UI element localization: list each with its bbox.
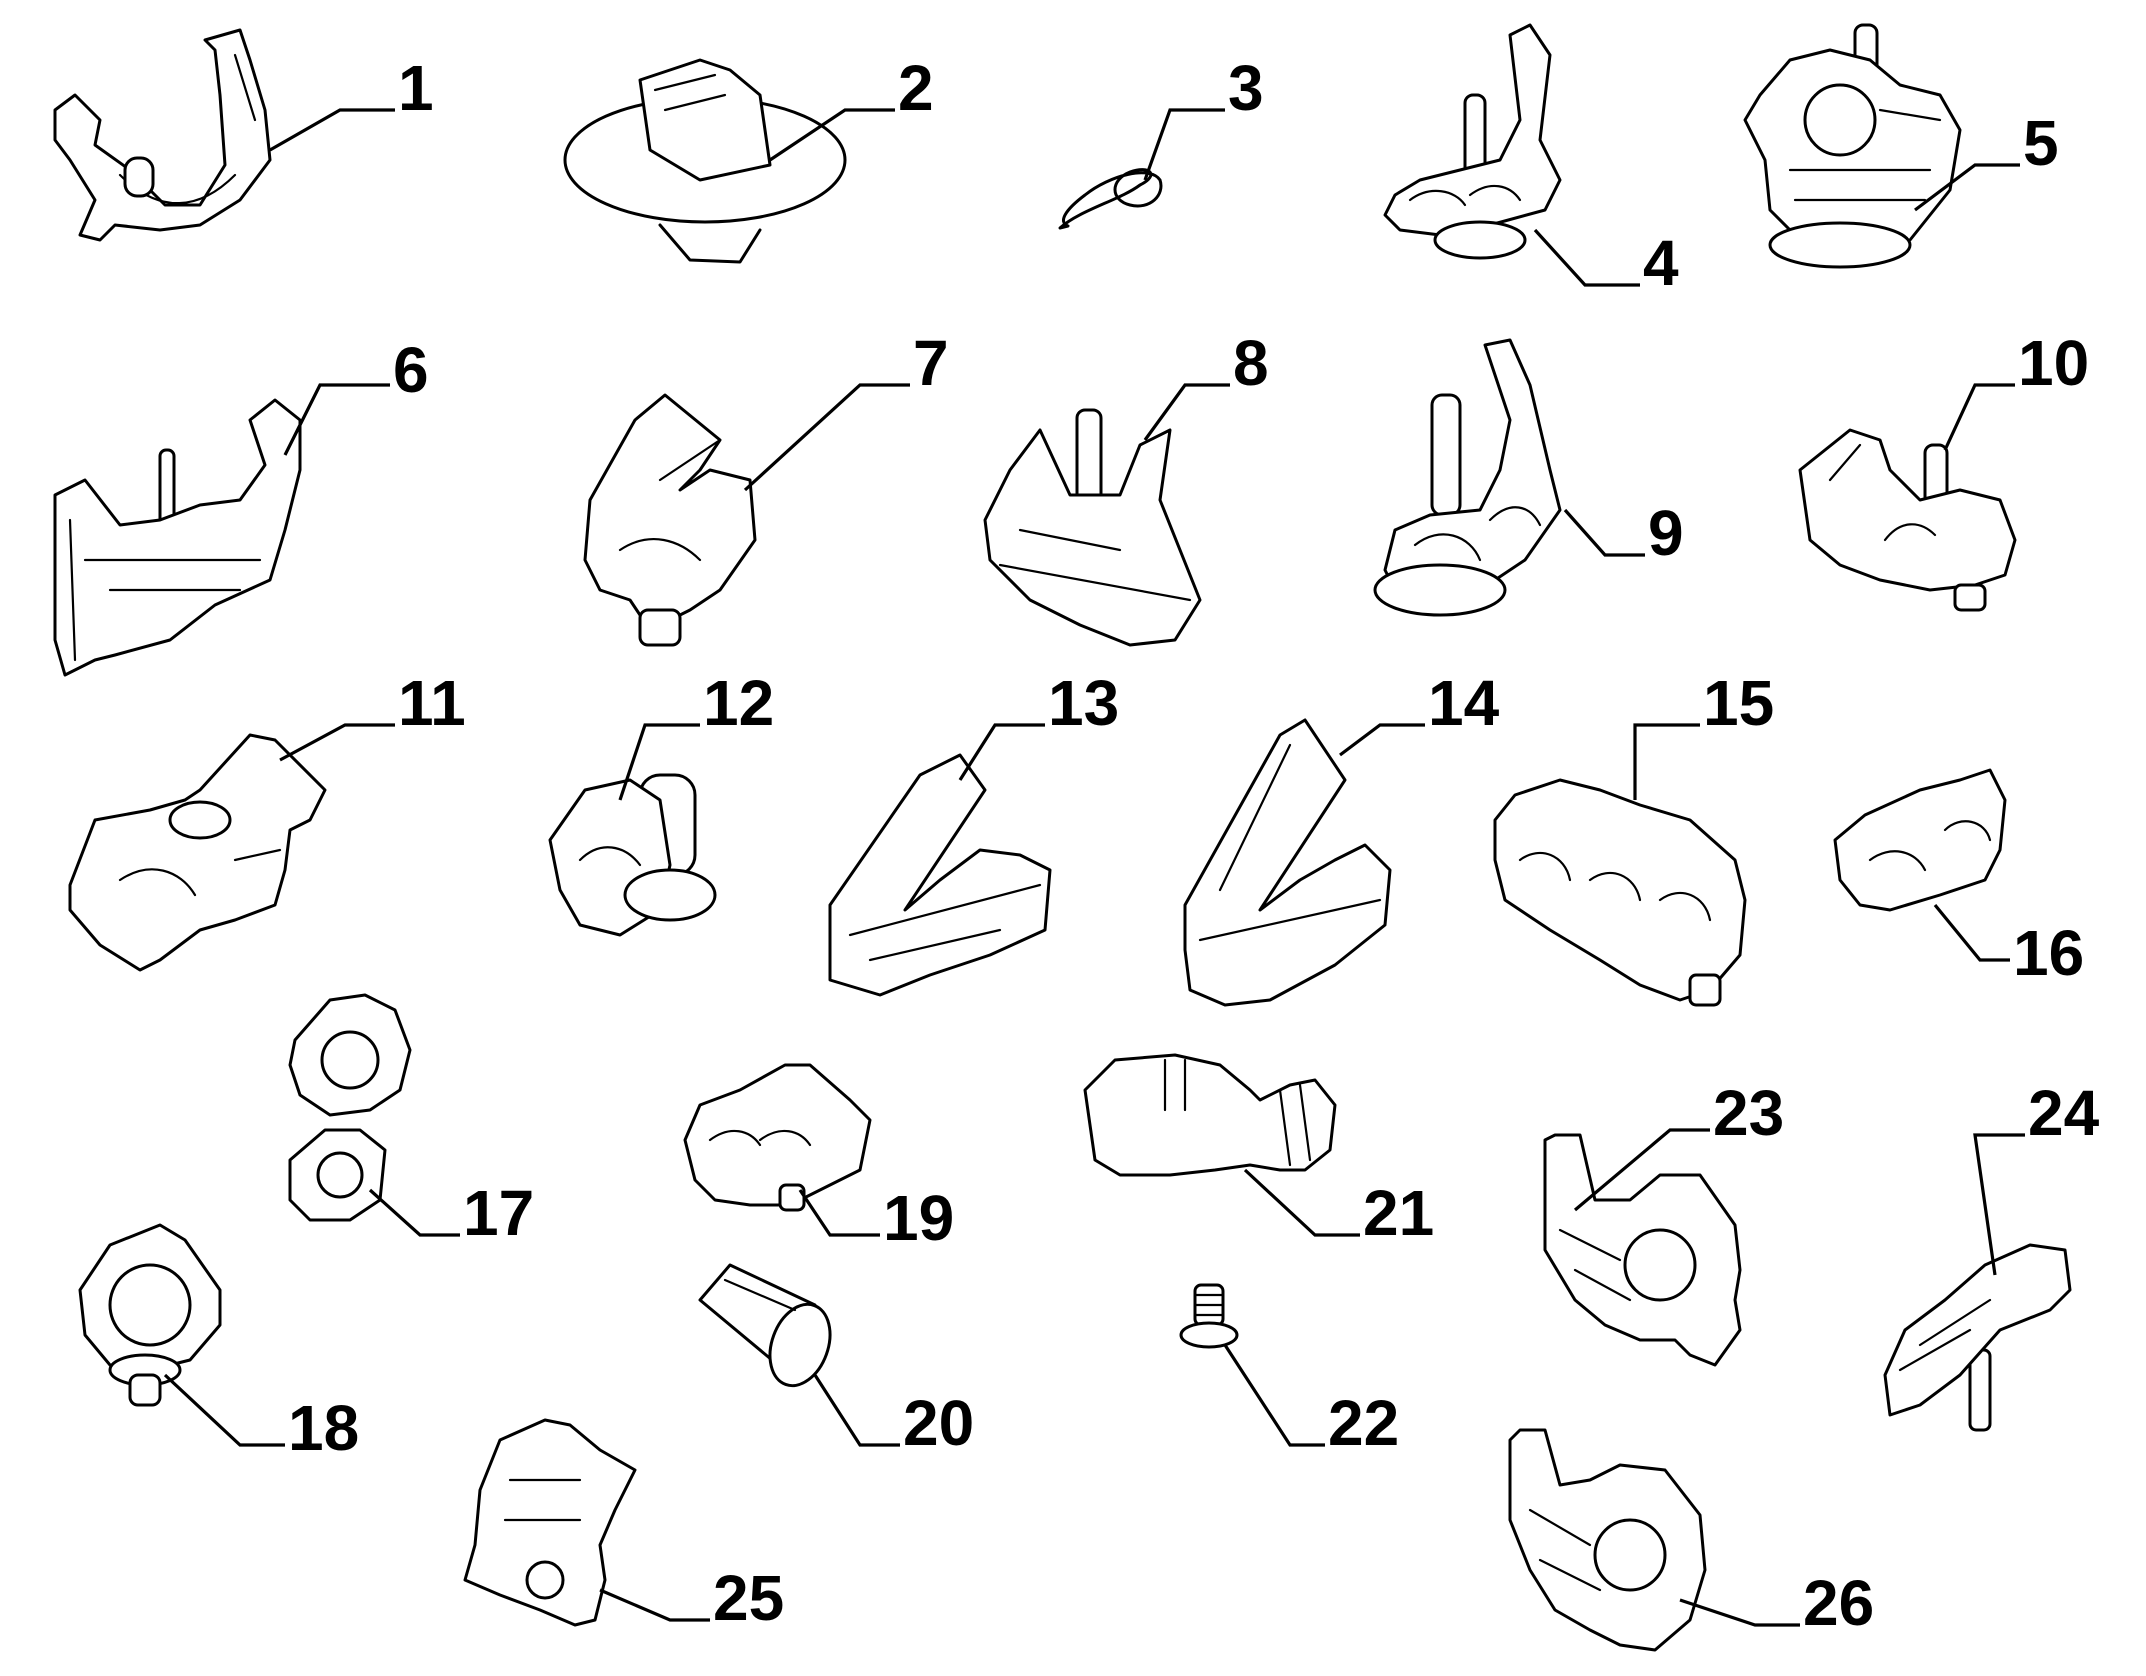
leader-7	[743, 383, 910, 492]
part-9-stud-clip[interactable]	[1373, 338, 1562, 617]
part-7-cradle-clip[interactable]	[583, 393, 757, 647]
leader-24	[1973, 1133, 2025, 1276]
part-11-angled-clip[interactable]	[68, 733, 327, 972]
leader-1	[269, 108, 395, 152]
callout-13: 13	[1048, 667, 1119, 739]
leader-23	[1573, 1128, 1710, 1212]
leader-6	[283, 383, 390, 456]
callout-25: 25	[713, 1562, 784, 1634]
part-10-small-stud-clip[interactable]	[1798, 428, 2017, 612]
leader-22	[1223, 1344, 1325, 1447]
callout-14: 14	[1428, 667, 1500, 739]
part-17-double-ring-clip[interactable]	[288, 993, 412, 1222]
leader-4	[1533, 228, 1640, 287]
leader-16	[1933, 903, 2010, 962]
leader-25	[599, 1588, 710, 1622]
leader-17	[368, 1188, 460, 1237]
part-14-long-hinged-clip[interactable]	[1183, 718, 1392, 1007]
leader-3	[1143, 108, 1225, 181]
leader-9	[1563, 508, 1645, 557]
part-1-bracket[interactable]	[53, 28, 272, 242]
callout-3: 3	[1228, 52, 1264, 124]
part-3-spring-clip[interactable]	[1058, 168, 1163, 230]
part-8-stud-rail[interactable]	[983, 408, 1202, 647]
part-13-hinged-clip[interactable]	[828, 753, 1052, 997]
callout-17: 17	[463, 1177, 534, 1249]
part-4-stud-clip[interactable]	[1383, 23, 1562, 260]
callout-20: 20	[903, 1387, 974, 1459]
leader-21	[1243, 1168, 1360, 1237]
leader-11	[279, 723, 395, 762]
part-12-round-clip[interactable]	[548, 773, 717, 937]
part-2-oval-push-clip[interactable]	[563, 58, 847, 264]
leader-8	[1143, 383, 1230, 441]
callout-19: 19	[883, 1182, 954, 1254]
part-21-elbow-sleeve[interactable]	[1083, 1053, 1337, 1177]
callout-22: 22	[1328, 1387, 1399, 1459]
leader-2	[769, 108, 895, 162]
part-23-angled-bracket-clip[interactable]	[1543, 1133, 1742, 1367]
leader-13	[958, 723, 1045, 781]
leader-15	[1633, 723, 1700, 800]
callout-15: 15	[1703, 667, 1774, 739]
part-15-grommet-block[interactable]	[1493, 778, 1747, 1007]
leader-20	[813, 1374, 900, 1447]
callout-8: 8	[1233, 327, 1269, 399]
leader-26	[1679, 1598, 1800, 1627]
part-22-screw[interactable]	[1179, 1283, 1239, 1349]
callout-5: 5	[2023, 107, 2059, 179]
part-24-rail-clip[interactable]	[1883, 1243, 2072, 1432]
part-5-multi-channel-mount[interactable]	[1743, 23, 1962, 269]
callout-6: 6	[393, 334, 429, 406]
part-19-channel-clip[interactable]	[683, 1063, 872, 1212]
part-18-ring-stud-clip[interactable]	[78, 1223, 222, 1407]
part-25-upright-clip[interactable]	[463, 1418, 637, 1627]
leader-10	[1943, 383, 2015, 451]
part-16-small-grommet[interactable]	[1833, 768, 2007, 912]
callout-23: 23	[1713, 1077, 1784, 1149]
part-6-long-clip[interactable]	[53, 398, 302, 677]
leader-12	[618, 723, 700, 801]
callout-1: 1	[398, 52, 434, 124]
callout-18: 18	[288, 1392, 359, 1464]
callout-21: 21	[1363, 1177, 1434, 1249]
callout-26: 26	[1803, 1567, 1874, 1639]
callout-7: 7	[913, 327, 949, 399]
callout-2: 2	[898, 52, 934, 124]
leader-18	[163, 1373, 285, 1447]
leader-14	[1339, 723, 1425, 757]
callout-12: 12	[703, 667, 774, 739]
part-20-foam-sleeve[interactable]	[698, 1263, 841, 1394]
callout-4: 4	[1643, 227, 1679, 299]
callout-10: 10	[2018, 327, 2089, 399]
part-26-angled-bracket-clip[interactable]	[1508, 1428, 1707, 1652]
leader-19	[798, 1189, 880, 1237]
callout-24: 24	[2028, 1077, 2100, 1149]
callout-11: 11	[398, 667, 466, 739]
callout-9: 9	[1648, 497, 1684, 569]
callout-16: 16	[2013, 917, 2084, 989]
leader-5	[1914, 163, 2020, 212]
